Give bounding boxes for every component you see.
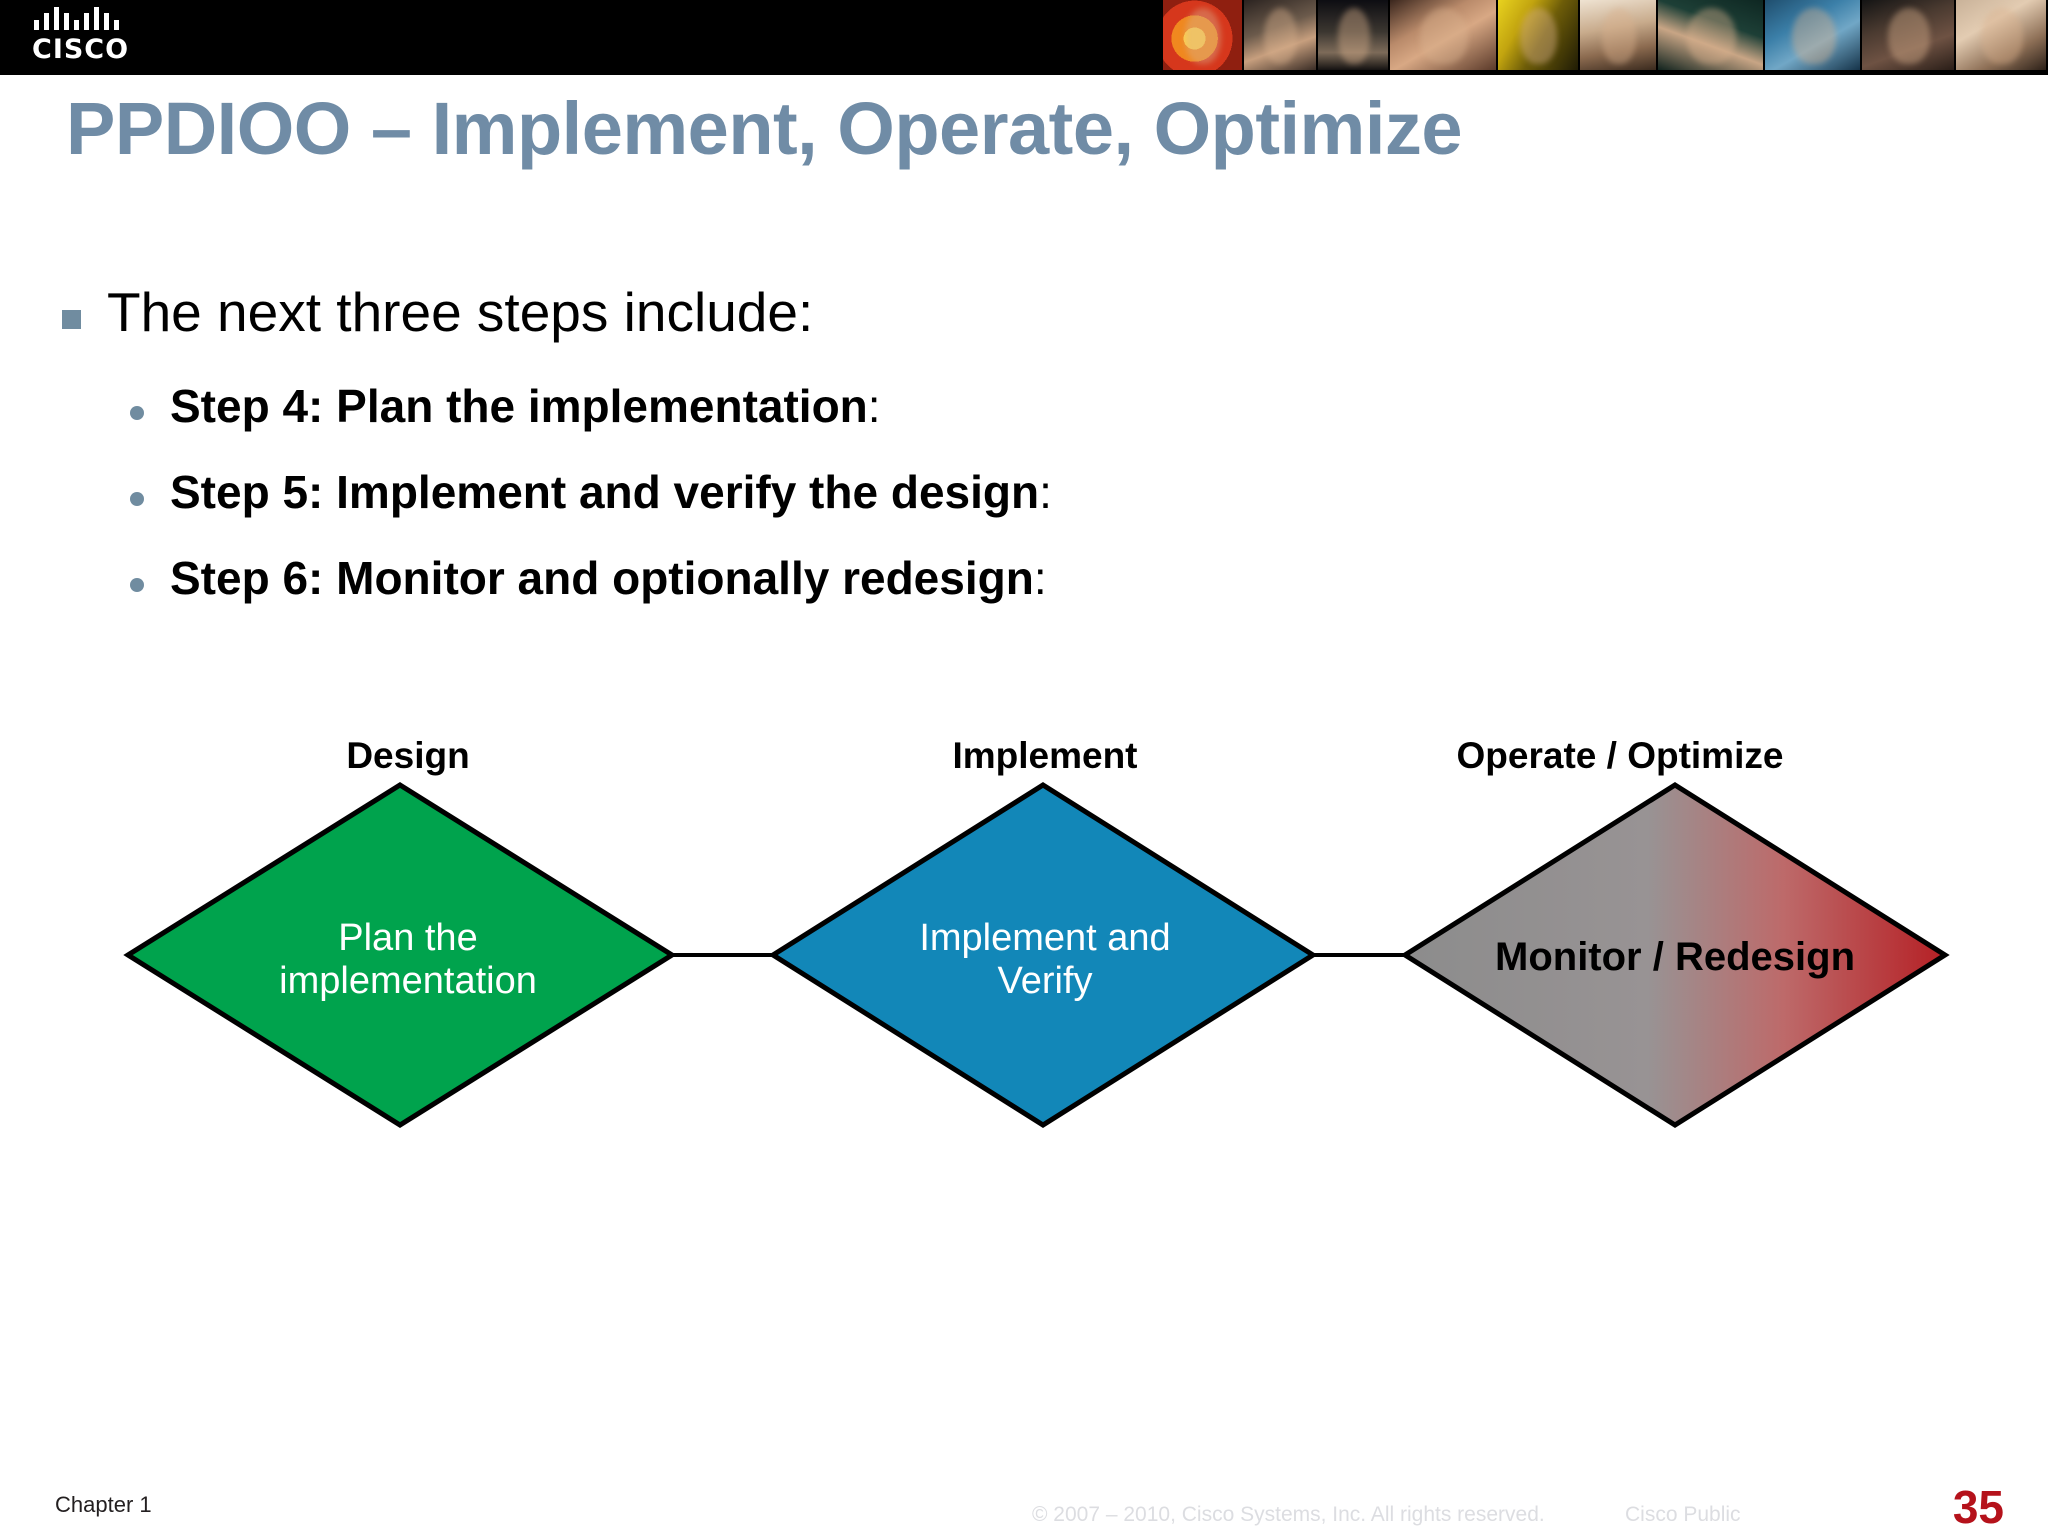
photo-tile: [1657, 0, 1766, 70]
dot-bullet-icon: [130, 406, 144, 420]
connector-line-design-implement: [670, 953, 775, 957]
phase-label-operate-optimize: Operate / Optimize: [1456, 735, 1784, 776]
photo-tile: [1956, 0, 2048, 70]
sub-bullet-tail: :: [867, 380, 881, 432]
diamond-operate-optimize: [1400, 782, 1950, 1128]
lead-bullet-label: The next three steps include:: [107, 281, 814, 343]
sub-bullet-bold: Step 4: Plan the implementation: [170, 380, 868, 432]
copyright-notice: © 2007 – 2010, Cisco Systems, Inc. All r…: [1032, 1503, 1545, 1526]
phase-label-design: Design: [346, 735, 470, 776]
diamond-implement: [768, 782, 1318, 1128]
square-bullet-icon: [62, 310, 81, 329]
photo-tile: [1163, 0, 1245, 70]
photo-tile: [1580, 0, 1658, 70]
dot-bullet-icon: [130, 578, 144, 592]
phase-diamonds-svg: [123, 782, 1950, 1128]
dot-bullet-icon: [130, 492, 144, 506]
list-item: Step 4: Plan the implementation:: [130, 380, 1630, 444]
list-item: Step 5: Implement and verify the design:: [130, 466, 1630, 530]
connector-line-implement-operate: [1310, 953, 1405, 957]
sub-bullet-text: Step 5: Implement and verify the design:: [170, 466, 1052, 519]
diamond-design: [123, 782, 677, 1128]
sub-bullet-tail: :: [1039, 466, 1052, 518]
chapter-label: Chapter 1: [55, 1492, 152, 1517]
sub-bullet-text: Step 4: Plan the implementation:: [170, 380, 881, 433]
sub-bullet-list: Step 4: Plan the implementation: Step 5:…: [130, 380, 1630, 638]
photo-tile: [1765, 0, 1863, 70]
page-number: 35: [1952, 1481, 2004, 1533]
photo-tile: [1862, 0, 1957, 70]
ppdioo-phase-diagram: Design Implement Operate / Optimize Plan…: [0, 735, 2048, 1155]
classification-label: Cisco Public: [1625, 1503, 1741, 1526]
sub-bullet-bold: Step 5: Implement and verify the design: [170, 466, 1040, 518]
cisco-logo: CISCO: [30, 7, 150, 68]
photo-tile: [1497, 0, 1581, 70]
phase-label-implement: Implement: [952, 735, 1138, 776]
photo-tile: [1244, 0, 1319, 70]
cisco-wordmark: CISCO: [32, 34, 130, 65]
people-photo-strip: [1163, 0, 2048, 70]
page-title: PPDIOO – Implement, Operate, Optimize: [66, 87, 1463, 170]
sub-bullet-tail: :: [1033, 552, 1047, 604]
cisco-bars-icon: [34, 7, 142, 34]
sub-bullet-text: Step 6: Monitor and optionally redesign:: [170, 552, 1047, 605]
photo-tile: [1318, 0, 1391, 70]
lead-bullet: The next three steps include:: [62, 282, 813, 343]
list-item: Step 6: Monitor and optionally redesign:: [130, 552, 1630, 616]
sub-bullet-bold: Step 6: Monitor and optionally redesign: [170, 552, 1034, 604]
photo-tile: [1390, 0, 1498, 70]
